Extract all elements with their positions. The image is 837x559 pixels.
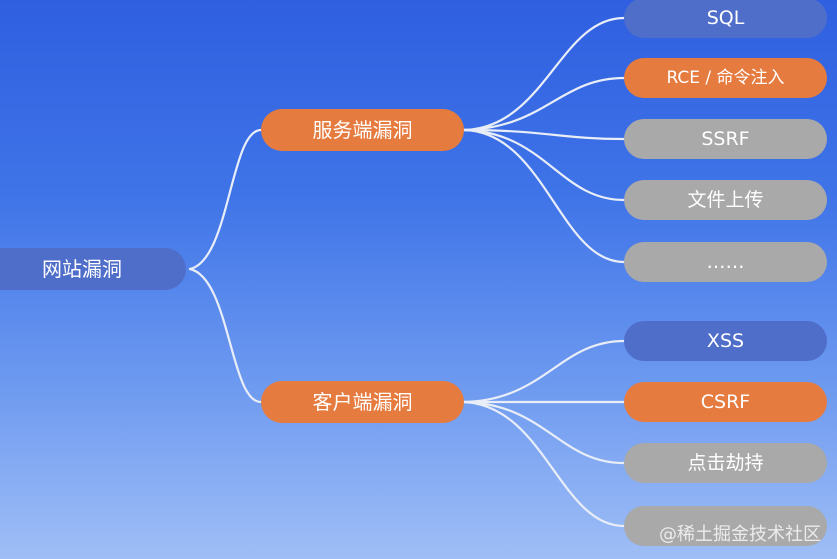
connector-root-to-server (188, 128, 263, 271)
server-side-vuln-node: 服务端漏洞 (261, 109, 464, 151)
connector-server-to-rce (462, 76, 626, 132)
leaf-rce-label: RCE / 命令注入 (666, 67, 785, 88)
leaf-clickjacking-label: 点击劫持 (687, 451, 764, 474)
root-node: 网站漏洞 (0, 248, 186, 290)
leaf-more: …… (624, 242, 827, 282)
connector-client-to-xss (462, 339, 626, 404)
client-side-vuln-label: 客户端漏洞 (312, 390, 413, 414)
connector-server-to-more (462, 128, 626, 264)
leaf-sql: SQL (624, 0, 827, 38)
leaf-more-label: …… (706, 250, 745, 273)
leaf-csrf-label: CSRF (700, 390, 751, 413)
leaf-file-upload: 文件上传 (624, 180, 827, 220)
leaf-csrf: CSRF (624, 382, 827, 422)
leaf-file-upload-label: 文件上传 (687, 188, 764, 211)
root-node-label: 网站漏洞 (42, 257, 122, 281)
leaf-ssrf: SSRF (624, 119, 827, 159)
leaf-ssrf-label: SSRF (701, 127, 750, 150)
connector-server-to-ssrf (462, 128, 626, 141)
leaf-xss-label: XSS (706, 329, 745, 352)
connector-client-to-clickjacking (462, 400, 626, 465)
server-side-vuln-label: 服务端漏洞 (312, 118, 413, 142)
connector-server-to-upload (462, 128, 626, 202)
leaf-xss: XSS (624, 321, 827, 361)
leaf-blank (624, 506, 827, 546)
leaf-rce: RCE / 命令注入 (624, 58, 827, 98)
connector-server-to-sql (462, 16, 626, 132)
leaf-clickjacking: 点击劫持 (624, 443, 827, 483)
watermark: @稀土掘金技术社区 (659, 524, 821, 545)
connector-root-to-client (188, 267, 263, 404)
connector-client-to-blank (462, 400, 626, 528)
leaf-sql-label: SQL (706, 6, 745, 29)
client-side-vuln-node: 客户端漏洞 (261, 381, 464, 423)
